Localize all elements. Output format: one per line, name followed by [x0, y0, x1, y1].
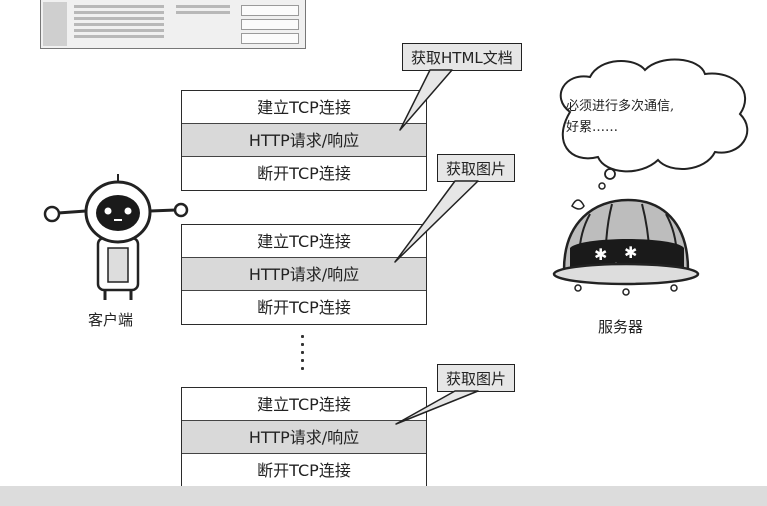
server-thought-text: 必须进行多次通信, 好累……	[566, 96, 734, 138]
server-label: 服务器	[598, 318, 644, 336]
server-thought-line-1: 必须进行多次通信,	[566, 99, 675, 114]
close-tcp-row: 断开TCP连接	[257, 298, 351, 317]
server-thought-bubble	[559, 58, 749, 190]
client-robot-illustration	[43, 174, 189, 300]
http-request-response-row: HTTP请求/响应	[182, 124, 426, 157]
browser-screenshot-thumbnail	[40, 0, 306, 49]
svg-text:✱: ✱	[594, 245, 607, 264]
http-request-response-row: HTTP请求/响应	[182, 421, 426, 454]
page-bottom-strip	[0, 486, 767, 506]
establish-tcp-row: 建立TCP连接	[182, 225, 426, 258]
connection-group-1: 建立TCP连接 HTTP请求/响应 断开TCP连接	[181, 90, 427, 191]
get-html-callout: 获取HTML文档	[402, 43, 522, 71]
server-character-illustration: ✱ ✱	[552, 198, 700, 296]
get-image-callout-2: 获取图片	[437, 364, 516, 392]
connection-group-2: 建立TCP连接 HTTP请求/响应 断开TCP连接	[181, 224, 427, 325]
close-tcp-row: 断开TCP连接	[257, 461, 351, 480]
server-thought-line-2: 好累……	[566, 120, 619, 135]
http-request-response-row: HTTP请求/响应	[182, 258, 426, 291]
more-requests-ellipsis	[300, 335, 306, 375]
client-label: 客户端	[88, 311, 134, 329]
get-image-callout-1: 获取图片	[437, 154, 516, 182]
connection-group-3: 建立TCP连接 HTTP请求/响应 断开TCP连接	[181, 387, 427, 488]
close-tcp-row: 断开TCP连接	[257, 164, 351, 183]
establish-tcp-row: 建立TCP连接	[182, 388, 426, 421]
svg-text:✱: ✱	[624, 243, 637, 262]
establish-tcp-row: 建立TCP连接	[182, 91, 426, 124]
